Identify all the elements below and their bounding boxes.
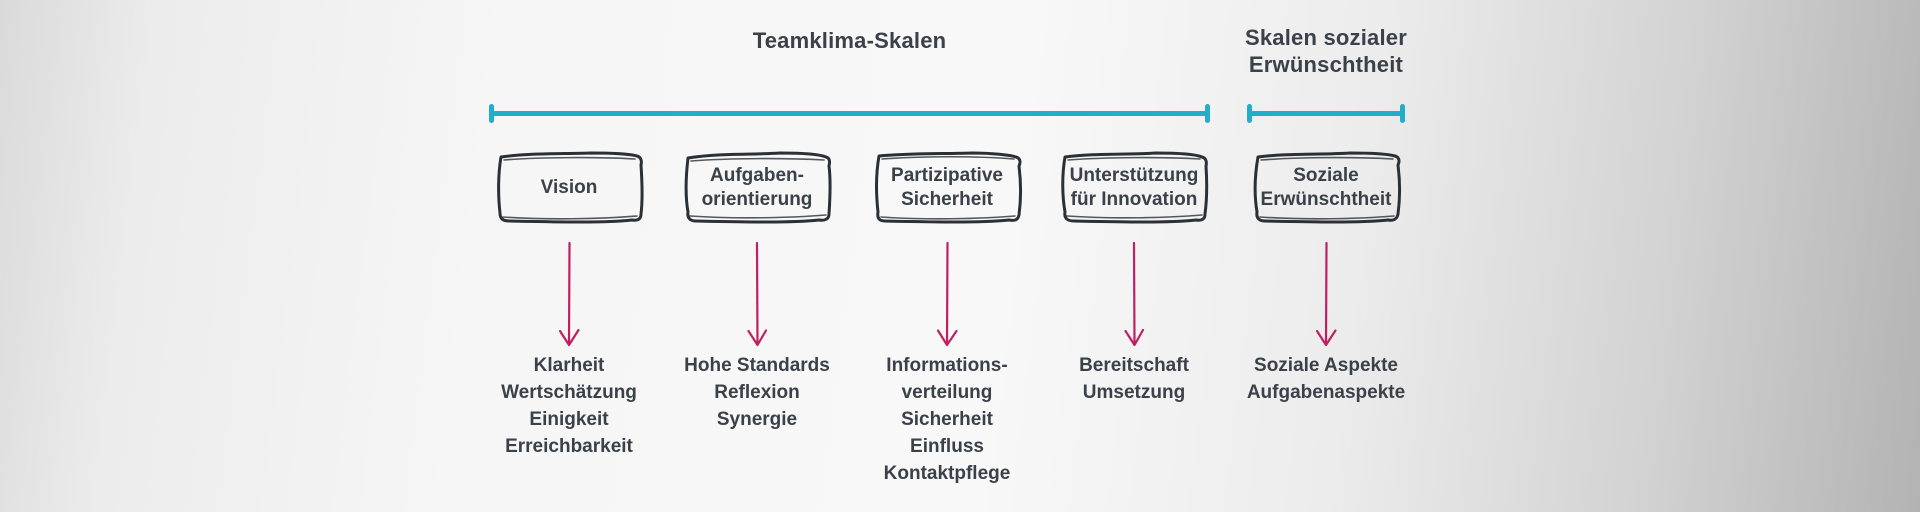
concept-box-vision: Vision [490,148,648,227]
box-label-line: Soziale [1293,164,1359,186]
scale-item: Klarheit [533,355,605,376]
box-label-line: Unterstützung [1069,164,1199,186]
box-label-line: Aufgaben- [710,164,804,186]
box-label-line: Erwünschtheit [1260,188,1392,210]
down-arrow-icon [936,241,958,347]
group-heading-teamklima: Teamklima-Skalen [490,27,1209,54]
scale-item: Einfluss [910,436,984,457]
arrow-shaft [567,241,571,346]
group-heading-line: Erwünschtheit [1248,52,1404,77]
arrow-shaft [1324,241,1328,346]
scale-item: Kontaktpflege [883,463,1011,484]
group-heading-line: Skalen sozialer [1245,25,1407,50]
down-arrow-icon [1315,241,1337,347]
scale-item: Aufgabenaspekte [1246,382,1406,403]
box-label-line: Partizipative [891,164,1003,186]
arrow-shaft [945,241,949,346]
scale-item: Wertschätzung [501,382,637,403]
box-label-line: orientierung [701,188,813,210]
arrow-head [747,329,768,347]
box-label-line: Vision [540,176,598,198]
box-label-line: für Innovation [1070,188,1198,210]
scale-item: Informations- [886,355,1008,376]
arrow-head [1124,328,1145,347]
scale-item: Erreichbarkeit [505,436,633,457]
concept-box-aufgabenorientierung: Aufgaben-orientierung [678,148,836,227]
sketch-box-border [1061,151,1209,224]
down-arrow-icon [1124,241,1145,347]
soziale-erwuenschtheit-scale-bracket-line [1247,104,1405,123]
arrow-head [558,328,580,347]
arrow-shaft [1132,241,1136,346]
down-arrow-icon [558,241,580,347]
box-label-line: Sicherheit [901,188,993,210]
arrow-head [1315,329,1337,347]
scale-item: Synergie [716,409,798,430]
scale-item: Sicherheit [901,409,993,430]
sketch-box-border [497,151,644,224]
scale-item: Einigkeit [529,409,609,430]
scale-item: Umsetzung [1082,382,1186,403]
arrow-head [936,329,958,347]
scale-item: verteilung [901,382,993,403]
sketch-box-border [684,151,832,224]
scale-item: Reflexion [714,382,800,403]
scale-item: Hohe Standards [684,355,830,376]
sketch-box-border [1253,151,1401,224]
teamklima-scale-bracket-line [489,104,1210,123]
arrow-shaft [755,241,759,346]
scale-item: Bereitschaft [1079,355,1189,376]
down-arrow-icon [747,241,768,347]
group-heading-line: Teamklima-Skalen [752,28,947,53]
scale-item: Soziale Aspekte [1254,355,1398,376]
sketch-box-border [875,151,1022,224]
concept-box-label: Vision [490,148,648,227]
concept-box-label: Aufgaben-orientierung [678,148,836,227]
